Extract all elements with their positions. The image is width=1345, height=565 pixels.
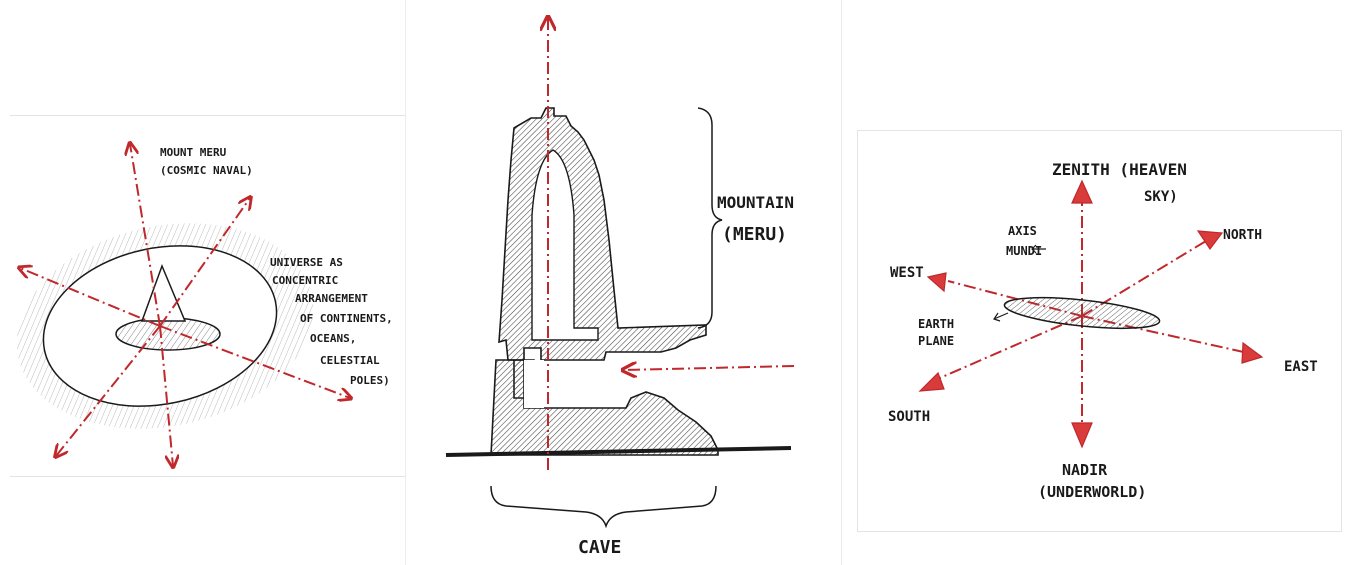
- label-universe-4: OF CONTINENTS,: [300, 312, 393, 325]
- label-west: WEST: [890, 265, 924, 281]
- label-universe-7: POLES): [350, 374, 390, 387]
- label-universe-3: ARRANGEMENT: [295, 292, 368, 305]
- mountain-mass: [499, 108, 706, 398]
- arrow-zenith: [1072, 181, 1092, 203]
- axis-mundi-drawing: ZENITH (HEAVEN SKY) AXIS MUNDI NORTH WES…: [858, 131, 1341, 531]
- central-plate: [116, 318, 220, 350]
- arrow-west: [928, 273, 946, 291]
- label-north: NORTH: [1223, 228, 1262, 243]
- label-universe-6: CELESTIAL: [320, 354, 380, 367]
- label-plane: PLANE: [918, 334, 954, 348]
- mount-meru-sketch: MOUNT MERU (COSMIC NAVAL) UNIVERSE AS CO…: [10, 115, 405, 477]
- label-zenith: ZENITH (HEAVEN: [1052, 160, 1187, 179]
- label-mundi: MUNDI: [1006, 244, 1042, 258]
- cave-entry-arrow: [624, 366, 794, 370]
- arrow-north: [1198, 231, 1222, 249]
- label-nadir: NADIR: [1062, 461, 1108, 479]
- arrow-nadir: [1072, 423, 1092, 447]
- mountain-brace: [698, 108, 722, 328]
- arrow-south: [920, 373, 944, 391]
- arrow-east: [1242, 343, 1262, 363]
- mountain-cave-drawing: MOUNTAIN (MERU) CAVE: [406, 0, 841, 565]
- cave-opening: [524, 360, 544, 408]
- axis-mundi-sketch: ZENITH (HEAVEN SKY) AXIS MUNDI NORTH WES…: [857, 130, 1342, 532]
- mount-meru-drawing: MOUNT MERU (COSMIC NAVAL) UNIVERSE AS CO…: [10, 116, 405, 476]
- label-axis: AXIS: [1008, 224, 1037, 238]
- mountain-cave-sketch: MOUNTAIN (MERU) CAVE: [405, 0, 842, 565]
- label-meru-text: (MERU): [722, 224, 787, 245]
- label-earth: EARTH: [918, 317, 954, 331]
- label-universe-5: OCEANS,: [310, 332, 356, 345]
- label-cave: CAVE: [578, 537, 621, 558]
- label-mount-meru: MOUNT MERU: [160, 146, 227, 159]
- label-universe-2: CONCENTRIC: [272, 274, 338, 287]
- cave-brace: [491, 486, 716, 526]
- label-underworld: (UNDERWORLD): [1038, 483, 1146, 501]
- label-cosmic-naval: (COSMIC NAVAL): [160, 164, 253, 177]
- label-south: SOUTH: [888, 409, 930, 425]
- label-mountain: MOUNTAIN: [717, 193, 794, 212]
- label-sky: SKY): [1144, 189, 1178, 205]
- label-universe-1: UNIVERSE AS: [270, 256, 343, 269]
- label-east: EAST: [1284, 359, 1318, 375]
